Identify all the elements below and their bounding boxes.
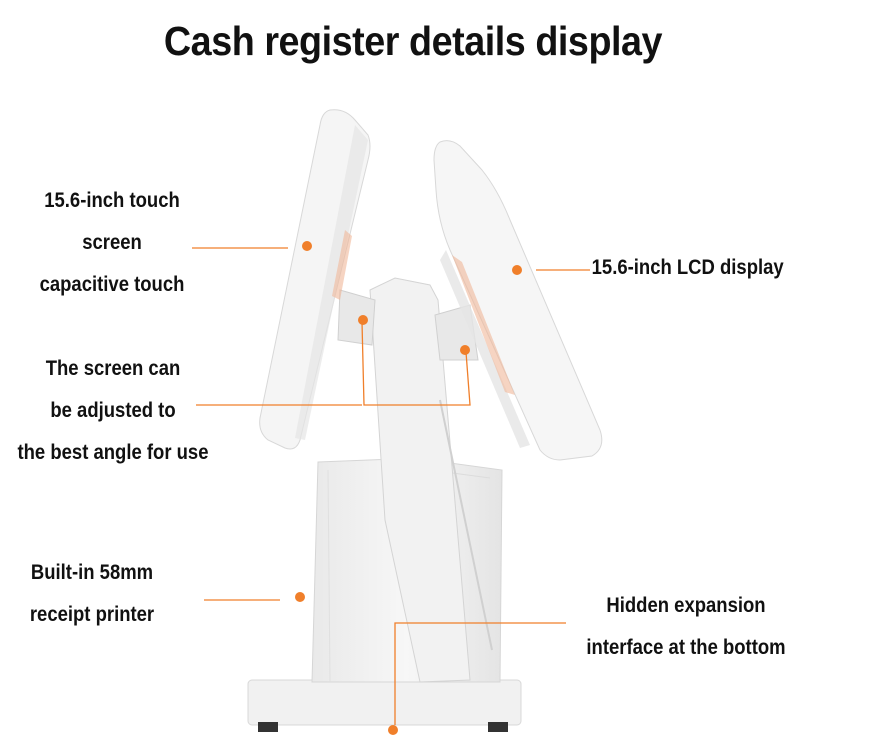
callout-lcd-display: 15.6-inch LCD display bbox=[591, 256, 784, 279]
callout-receipt-printer: Built-in 58mm receipt printer bbox=[29, 561, 155, 626]
base-plate bbox=[247, 679, 522, 732]
callout-touch-screen: 15.6-inch touch screen capacitive touch bbox=[39, 189, 185, 296]
center-column bbox=[369, 277, 493, 683]
callout-adjustable-angle: The screen can be adjusted to the best a… bbox=[17, 357, 209, 464]
leader-lines bbox=[192, 247, 590, 725]
left-screen bbox=[259, 109, 371, 450]
right-screen bbox=[433, 140, 603, 461]
callout-dots bbox=[295, 241, 522, 735]
callout-expansion-interface: Hidden expansion interface at the bottom bbox=[586, 594, 786, 659]
page-title: Cash register details display bbox=[163, 18, 663, 64]
